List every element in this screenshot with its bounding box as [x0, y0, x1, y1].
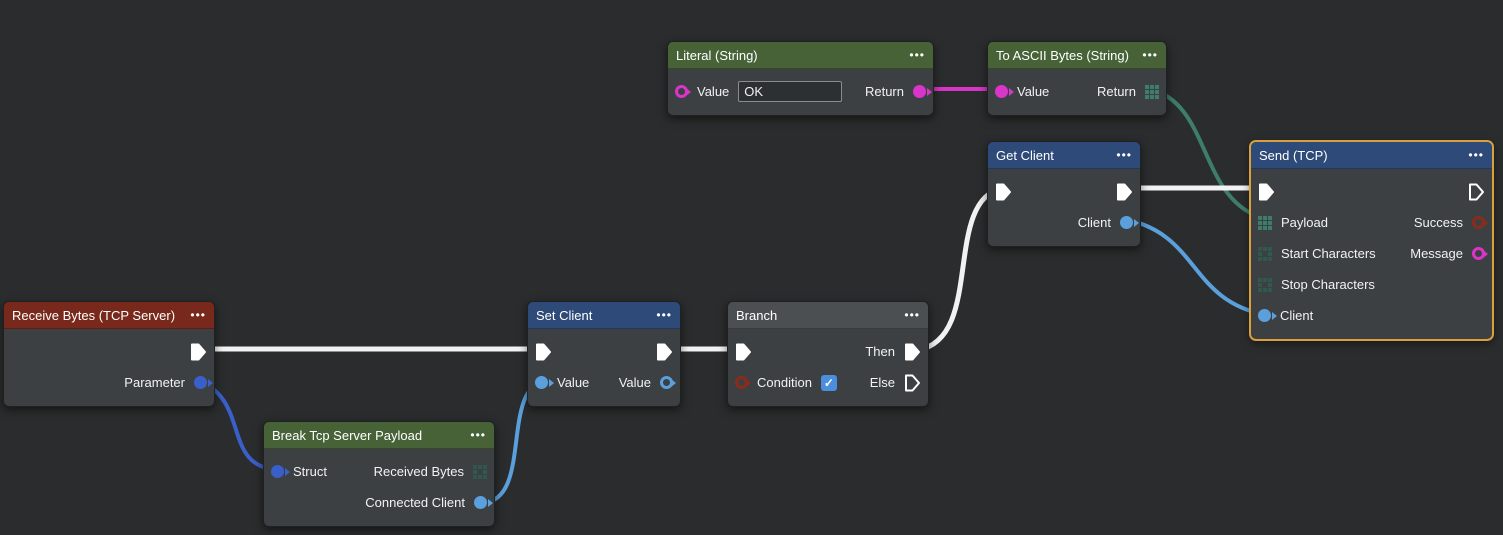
pin-label: Payload [1281, 215, 1328, 230]
exec-in-pin[interactable] [995, 183, 1012, 201]
parameter-output-pin[interactable] [194, 376, 207, 389]
node-get-client[interactable]: Get Client ••• Client [987, 141, 1141, 247]
node-title: Receive Bytes (TCP Server) [12, 307, 176, 323]
pin-label: Connected Client [365, 495, 465, 510]
struct-input-pin[interactable] [271, 465, 284, 478]
pin-label: Struct [293, 464, 327, 479]
client-input-pin[interactable] [1258, 309, 1271, 322]
node-header: Get Client ••• [988, 142, 1140, 169]
exec-in-pin[interactable] [735, 343, 752, 361]
node-title: Break Tcp Server Payload [272, 427, 423, 443]
value-input-pin[interactable] [535, 376, 548, 389]
node-literal-string[interactable]: Literal (String) ••• Value Return [667, 41, 934, 116]
node-to-ascii-bytes[interactable]: To ASCII Bytes (String) ••• Value Return [987, 41, 1167, 116]
node-title: Get Client [996, 147, 1054, 163]
condition-checkbox[interactable]: ✓ [820, 374, 837, 391]
exec-out-pin[interactable] [656, 343, 673, 361]
pin-label: Value [697, 84, 730, 99]
exec-out-pin[interactable] [1468, 183, 1485, 201]
pin-label: Then [865, 344, 895, 359]
node-title: Send (TCP) [1259, 147, 1328, 163]
then-exec-out-pin[interactable] [904, 343, 921, 361]
menu-icon[interactable]: ••• [656, 308, 672, 322]
message-output-pin[interactable] [1472, 247, 1485, 260]
exec-out-pin[interactable] [190, 343, 207, 361]
menu-icon[interactable]: ••• [190, 308, 206, 322]
menu-icon[interactable]: ••• [1468, 148, 1484, 162]
received-bytes-output-pin[interactable] [473, 464, 487, 479]
pin-label: Success [1413, 215, 1463, 230]
literal-value-input[interactable] [738, 81, 843, 102]
value-input-pin[interactable] [995, 85, 1008, 98]
exec-in-pin[interactable] [535, 343, 552, 361]
condition-input-pin[interactable] [735, 376, 748, 389]
value-output-pin[interactable] [660, 376, 673, 389]
menu-icon[interactable]: ••• [1142, 48, 1158, 62]
success-output-pin[interactable] [1472, 216, 1485, 229]
menu-icon[interactable]: ••• [1116, 148, 1132, 162]
pin-label: Else [869, 375, 895, 390]
edge-client-to-send-client[interactable] [1122, 217, 1268, 317]
node-header: Set Client ••• [528, 302, 680, 329]
edge-exec-then-to-get-client[interactable] [915, 185, 1005, 353]
node-send-tcp[interactable]: Send (TCP) ••• [1250, 141, 1493, 340]
node-break-payload[interactable]: Break Tcp Server Payload ••• Struct Rece… [263, 421, 495, 527]
pin-label: Parameter [124, 375, 185, 390]
pin-label: Return [1096, 84, 1136, 99]
pin-label: Return [864, 84, 904, 99]
node-receive-bytes[interactable]: Receive Bytes (TCP Server) ••• Parameter [3, 301, 215, 407]
node-header: Literal (String) ••• [668, 42, 933, 69]
client-output-pin[interactable] [1120, 216, 1133, 229]
menu-icon[interactable]: ••• [909, 48, 925, 62]
node-branch[interactable]: Branch ••• Then C [727, 301, 929, 407]
pin-label: Client [1077, 215, 1111, 230]
pin-label: Stop Characters [1281, 277, 1375, 292]
pin-label: Value [1017, 84, 1050, 99]
edge-return-bytes-to-payload[interactable] [1148, 87, 1268, 221]
node-title: Literal (String) [676, 47, 758, 63]
return-output-pin[interactable] [913, 85, 926, 98]
pin-label: Condition [757, 375, 812, 390]
stop-characters-input-pin[interactable] [1258, 277, 1272, 292]
pin-label: Client [1280, 308, 1314, 323]
node-title: To ASCII Bytes (String) [996, 47, 1129, 63]
node-header: Branch ••• [728, 302, 928, 329]
else-exec-out-pin[interactable] [904, 374, 921, 392]
node-header: Send (TCP) ••• [1251, 142, 1492, 169]
value-input-pin[interactable] [675, 85, 688, 98]
node-header: To ASCII Bytes (String) ••• [988, 42, 1166, 69]
node-set-client[interactable]: Set Client ••• Value [527, 301, 681, 407]
menu-icon[interactable]: ••• [904, 308, 920, 322]
pin-label: Value [557, 375, 590, 390]
node-title: Branch [736, 307, 778, 323]
pin-label: Value [618, 375, 651, 390]
node-header: Receive Bytes (TCP Server) ••• [4, 302, 214, 329]
menu-icon[interactable]: ••• [470, 428, 486, 442]
pin-label: Start Characters [1281, 246, 1376, 261]
pin-label: Message [1410, 246, 1463, 261]
bytes-array-output-pin[interactable] [1145, 84, 1159, 99]
pin-label: Received Bytes [373, 464, 464, 479]
node-title: Set Client [536, 307, 593, 323]
start-characters-input-pin[interactable] [1258, 246, 1272, 261]
connected-client-output-pin[interactable] [474, 496, 487, 509]
node-header: Break Tcp Server Payload ••• [264, 422, 494, 449]
exec-out-pin[interactable] [1116, 183, 1133, 201]
payload-input-pin[interactable] [1258, 215, 1272, 230]
exec-in-pin[interactable] [1258, 183, 1275, 201]
